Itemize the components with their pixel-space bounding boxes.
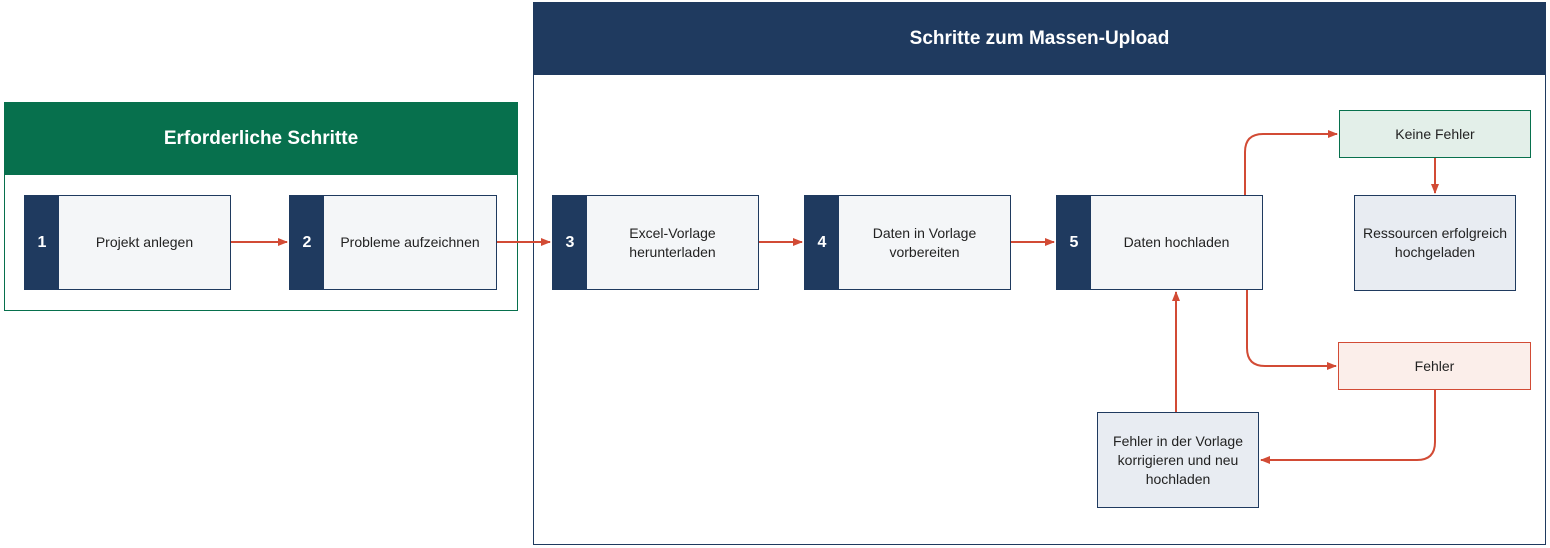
errors-box: Fehler xyxy=(1338,342,1531,390)
step-number: 1 xyxy=(25,196,59,289)
step-5: 5 Daten hochladen xyxy=(1056,195,1263,290)
step-label: Daten in Vorlage vorbereiten xyxy=(872,224,977,260)
arrow-5-to-no-errors xyxy=(1244,130,1338,195)
upload-steps-header: Schritte zum Massen-Upload xyxy=(534,3,1545,75)
arrow-errors-to-fix xyxy=(1260,390,1436,464)
step-number: 3 xyxy=(553,196,587,289)
no-errors-box: Keine Fehler xyxy=(1339,110,1531,158)
upload-steps-title: Schritte zum Massen-Upload xyxy=(909,28,1170,49)
step-1: 1 Projekt anlegen xyxy=(24,195,231,290)
step-label: Projekt anlegen xyxy=(95,234,194,250)
step-number: 4 xyxy=(805,196,839,289)
fix-and-reupload-box: Fehler in der Vorlage korrigieren und ne… xyxy=(1097,412,1259,508)
required-steps-title: Erforderliche Schritte xyxy=(163,128,359,149)
step-label: Probleme aufzeichnen xyxy=(340,234,480,250)
step-3: 3 Excel-Vorlage herunterladen xyxy=(552,195,759,290)
required-steps-header: Erforderliche Schritte xyxy=(5,103,517,175)
step-number: 5 xyxy=(1057,196,1091,289)
step-number: 2 xyxy=(290,196,324,289)
success-box: Ressourcen erfolgreich hochgeladen xyxy=(1354,195,1516,291)
step-label: Excel-Vorlage herunterladen xyxy=(629,224,716,260)
step-label: Daten hochladen xyxy=(1123,234,1230,250)
step-4: 4 Daten in Vorlage vorbereiten xyxy=(804,195,1011,290)
arrow-5-to-errors xyxy=(1246,290,1337,370)
step-2: 2 Probleme aufzeichnen xyxy=(289,195,497,290)
